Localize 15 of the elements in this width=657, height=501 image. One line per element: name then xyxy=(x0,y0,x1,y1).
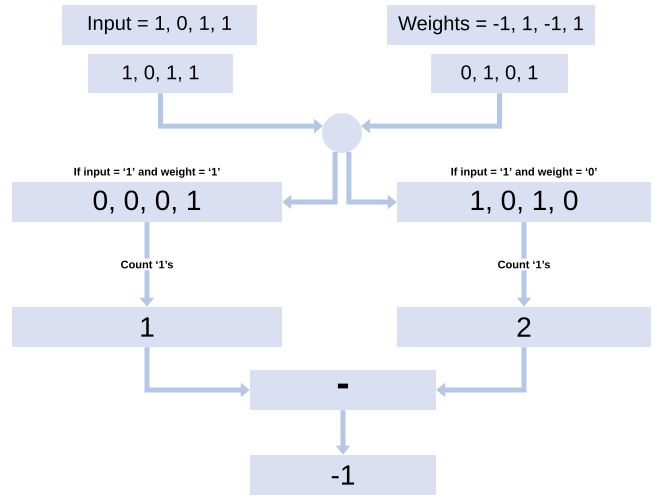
process-box: -1 xyxy=(250,455,436,495)
box-heading: If input = ‘1’ and weight = ‘0’ xyxy=(451,168,597,178)
process-box: 1 xyxy=(12,307,282,347)
process-box: 1, 0, 1, 0 xyxy=(397,182,651,222)
process-box: Input = 1, 0, 1, 1 xyxy=(62,5,257,45)
box-heading: If input = ‘1’ and weight = ‘1’ xyxy=(74,168,220,178)
process-box: - xyxy=(250,370,436,410)
edge-label: Count ‘1’s xyxy=(496,258,552,270)
process-box: 0, 0, 0, 1 xyxy=(12,182,282,222)
circle-node xyxy=(322,113,362,153)
edge-label: Count ‘1’s xyxy=(118,258,176,270)
process-box: 0, 1, 0, 1 xyxy=(431,54,568,93)
process-box: Weights = -1, 1, -1, 1 xyxy=(387,5,595,45)
process-box: 2 xyxy=(397,307,651,347)
process-box: 1, 0, 1, 1 xyxy=(88,54,233,93)
